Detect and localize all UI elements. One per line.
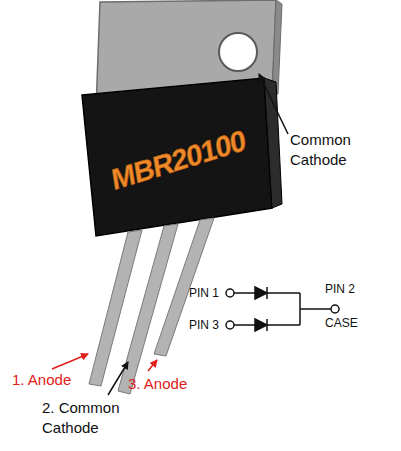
leader-line bbox=[259, 74, 288, 134]
package-body bbox=[82, 78, 282, 236]
part-number: MBR20100 bbox=[109, 123, 247, 196]
pin-name: PIN 3 bbox=[189, 318, 229, 334]
pin-callout: 3. Anode bbox=[128, 374, 208, 394]
pin-name: PIN 2 bbox=[325, 282, 375, 298]
leader-line bbox=[108, 362, 128, 395]
pin-callout: Common Cathode bbox=[290, 130, 382, 169]
leader-line bbox=[148, 360, 157, 371]
package-marking-area: MBR20100 bbox=[92, 105, 264, 215]
leader-line bbox=[52, 354, 88, 369]
diode-schematic bbox=[226, 287, 339, 331]
pin-callout: 2. Common Cathode bbox=[42, 398, 166, 437]
pin-name: CASE bbox=[325, 316, 375, 332]
package-leads bbox=[89, 218, 214, 394]
pin-name: PIN 1 bbox=[189, 286, 229, 302]
pin-callout: 1. Anode bbox=[12, 370, 92, 390]
